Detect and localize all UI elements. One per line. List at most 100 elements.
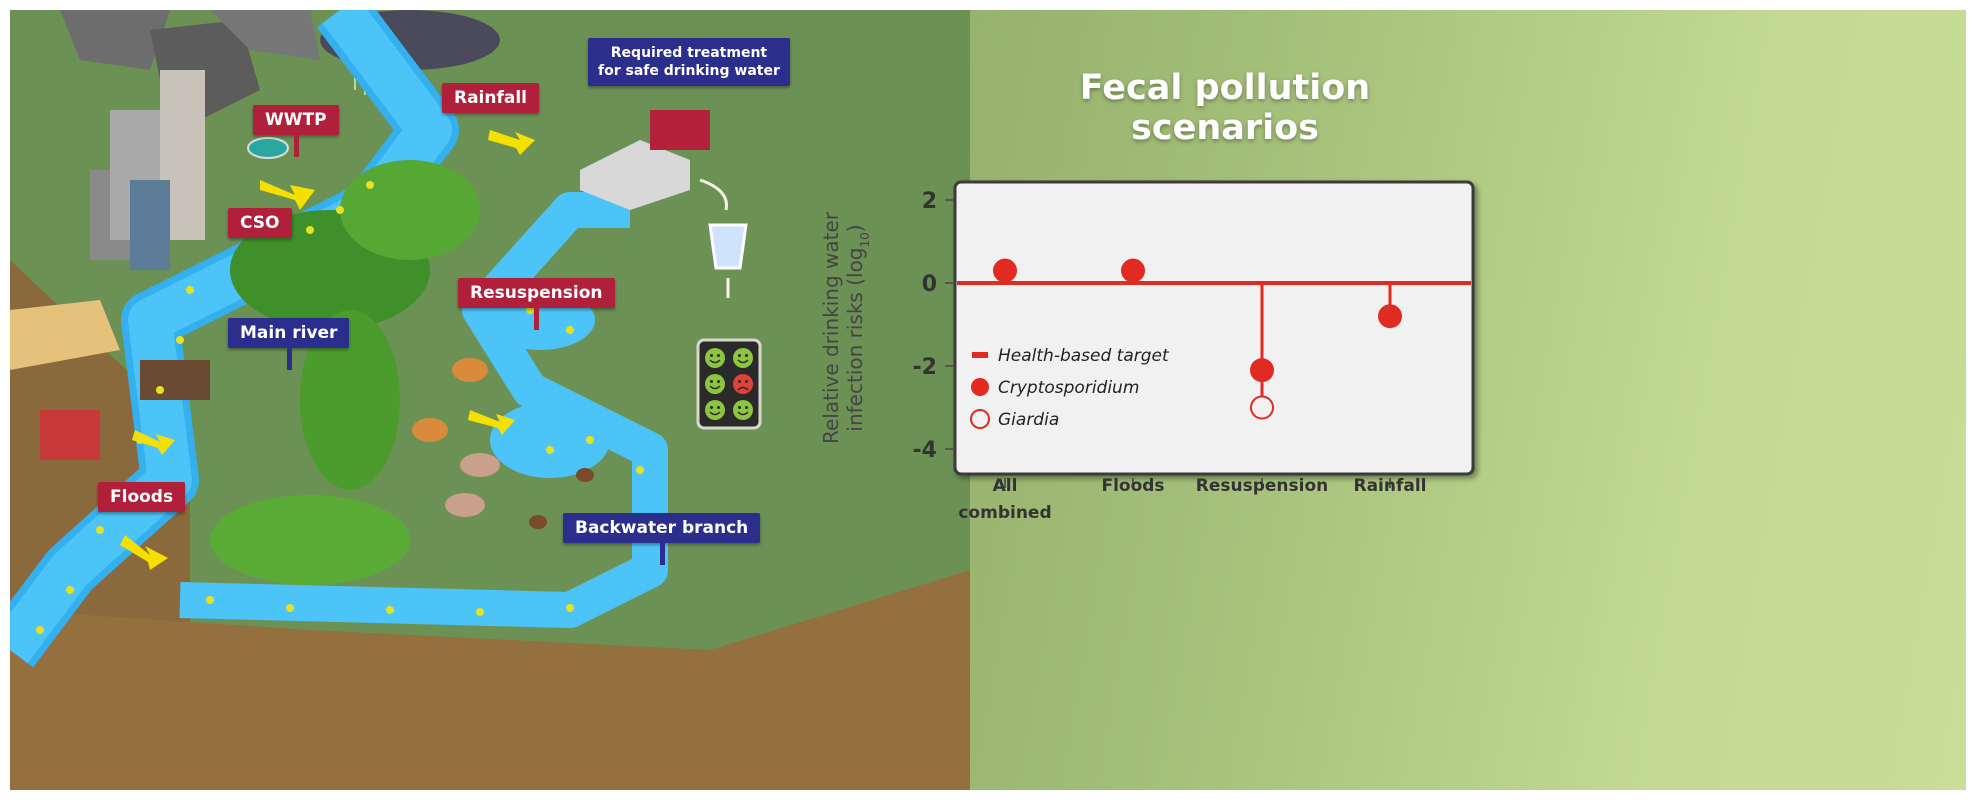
figure-frame: WWTP CSO Rainfall Required treatment for… — [10, 10, 1966, 790]
city-buildings — [90, 70, 205, 270]
pollution-arrows — [120, 130, 535, 570]
x-tick-label: Rainfall — [1353, 476, 1426, 496]
legend-label: Health-based target — [998, 346, 1170, 366]
rainfall-label-text: Rainfall — [454, 88, 528, 108]
backwater-branch-label-text: Backwater branch — [575, 518, 749, 538]
y-tick-label: -2 — [913, 355, 937, 380]
x-tick-label: All — [993, 476, 1018, 496]
houses-icon — [650, 110, 710, 150]
legend-label: Giardia — [998, 410, 1059, 430]
happy-face-icon — [705, 374, 725, 394]
x-tick-label: combined — [958, 503, 1051, 523]
pathogen-particle — [336, 206, 344, 214]
cryptosporidium-point — [993, 258, 1017, 283]
backwater-pond — [490, 402, 610, 478]
y-tick-label: 2 — [922, 189, 937, 214]
happy-face-icon — [733, 400, 753, 420]
pathogen-particle — [366, 181, 374, 189]
riverbank-soil — [10, 570, 970, 790]
pathogen-particle — [156, 386, 164, 394]
pathogen-particle — [136, 436, 144, 444]
boar-icon — [445, 493, 485, 517]
arrow-icon — [132, 430, 175, 455]
happy-face-icon — [705, 348, 725, 368]
treatment-label-line2: for safe drinking water — [598, 63, 780, 79]
legend-cryptosporidium-swatch — [971, 378, 989, 396]
legend-giardia-swatch — [970, 409, 990, 429]
wwtp-label: WWTP — [253, 105, 339, 157]
deer-icon — [412, 418, 448, 442]
floods-label: Floods — [98, 482, 186, 512]
watershed-illustration — [10, 10, 970, 790]
flow-arrow-icon — [699, 178, 728, 211]
arrow-icon — [468, 410, 515, 435]
pathogen-particle — [476, 608, 484, 616]
arrow-icon — [120, 535, 168, 570]
duck-icon — [529, 515, 547, 529]
resuspension-label: Resuspension — [458, 278, 615, 330]
deer-icon — [452, 358, 488, 382]
happy-face-icon — [733, 348, 753, 368]
pathogen-particle — [526, 306, 534, 314]
treatment-label: Required treatment for safe drinking wat… — [588, 38, 790, 86]
cryptosporidium-point — [1250, 358, 1274, 383]
pathogen-particle — [546, 446, 554, 454]
cattle-pen — [140, 360, 210, 400]
pathogen-particle — [386, 606, 394, 614]
drinking-water-glass-icon — [708, 223, 748, 270]
backwater-branch-label: Backwater branch — [563, 513, 761, 565]
forest — [210, 160, 480, 585]
arrow-icon — [260, 180, 315, 210]
pathogen-particle — [66, 586, 74, 594]
cryptosporidium-point — [1121, 258, 1145, 283]
sad-face-icon — [733, 374, 753, 394]
pathogen-particle — [586, 436, 594, 444]
chart-title: Fecal pollution scenarios — [1079, 68, 1371, 148]
pathogen-particle — [306, 226, 314, 234]
cso-label-text: CSO — [240, 213, 280, 233]
y-axis: 2 0 -2 -4 — [913, 189, 953, 463]
y-axis-label-line2: infection risks (log10) — [843, 224, 872, 431]
resuspension-label-text: Resuspension — [470, 283, 603, 303]
y-axis-label-suffix: ) — [843, 224, 867, 232]
y-tick-label: -4 — [913, 438, 937, 463]
boar-icon — [460, 453, 500, 477]
data-marks — [993, 258, 1402, 420]
main-river-label-text: Main river — [240, 323, 338, 343]
wwtp-label-text: WWTP — [265, 110, 327, 130]
treatment-label-line1: Required treatment — [610, 45, 768, 61]
pathogen-particle — [36, 626, 44, 634]
giardia-point — [1250, 395, 1274, 420]
pathogen-particle — [206, 596, 214, 604]
pathogen-particle — [186, 286, 194, 294]
cryptosporidium-point — [1378, 304, 1402, 329]
pathogen-particle — [566, 604, 574, 612]
health-faces — [705, 348, 753, 420]
pathogen-particle — [176, 336, 184, 344]
mountain — [210, 10, 320, 60]
legend-label: Cryptosporidium — [998, 378, 1139, 398]
pathogen-particle — [96, 526, 104, 534]
rainfall-label: Rainfall — [442, 83, 540, 113]
y-axis-label-line1: Relative drinking water — [819, 211, 843, 444]
y-tick-label: 0 — [922, 272, 937, 297]
pathogen-particle — [566, 326, 574, 334]
main-river-label: Main river — [228, 318, 350, 370]
barn-icon — [40, 410, 100, 460]
treatment-plant-icon — [580, 140, 690, 210]
y-axis-label-subscript: 10 — [858, 232, 872, 247]
cso-label: CSO — [228, 208, 292, 238]
x-axis: All combined Floods Resuspension Rainfall — [958, 476, 1426, 523]
arrow-icon — [488, 130, 535, 155]
legend-target-swatch — [972, 352, 988, 358]
happy-face-icon — [705, 400, 725, 420]
pathogen-particle — [286, 604, 294, 612]
pathogen-particle — [636, 466, 644, 474]
main-river-surface — [10, 10, 452, 664]
floods-label-text: Floods — [110, 487, 174, 507]
mountain — [60, 10, 170, 70]
crop-field — [10, 300, 120, 370]
x-tick-label: Resuspension — [1196, 476, 1329, 496]
x-tick-label: Floods — [1101, 476, 1164, 496]
